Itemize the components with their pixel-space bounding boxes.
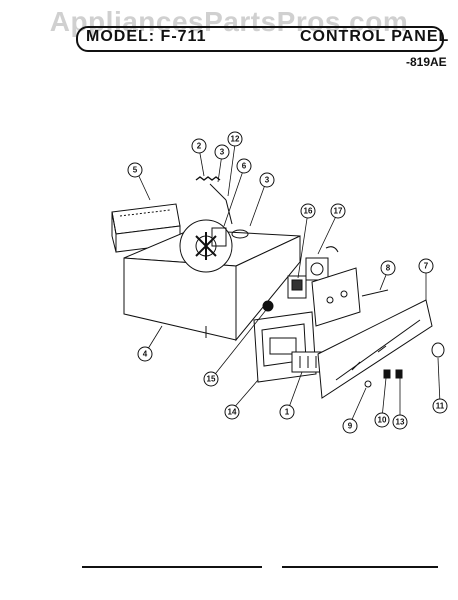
footer-rule-left (82, 566, 262, 568)
part-16-switch (287, 275, 307, 299)
svg-text:7: 7 (424, 262, 429, 271)
model-label: MODEL: F-711 (86, 28, 207, 45)
callout-3-right: 3 (259, 172, 275, 188)
svg-text:4: 4 (143, 350, 148, 359)
knob-parts (262, 300, 445, 388)
part-8-bracket (311, 267, 389, 327)
part-17-timer (305, 246, 339, 281)
callout-16: 16 (300, 203, 316, 219)
svg-text:9: 9 (348, 422, 353, 431)
part-6-motor-assembly (179, 219, 249, 273)
svg-text:8: 8 (386, 264, 391, 273)
svg-text:6: 6 (242, 162, 247, 171)
header-frame (76, 26, 444, 52)
callout-7: 7 (418, 258, 434, 274)
svg-text:13: 13 (396, 418, 405, 427)
callout-5: 5 (127, 162, 143, 178)
callout-6: 6 (236, 158, 252, 174)
svg-text:17: 17 (334, 207, 343, 216)
callout-12: 13 (392, 414, 408, 430)
callout-10: 10 (374, 412, 390, 428)
svg-text:1: 1 (285, 408, 290, 417)
callout-13: 12 (227, 131, 243, 147)
svg-text:16: 16 (304, 207, 313, 216)
callout-15: 15 (203, 371, 219, 387)
svg-text:12: 12 (231, 135, 240, 144)
callout-1: 1 (279, 404, 295, 420)
svg-text:15: 15 (207, 375, 216, 384)
model-suffix: -819AE (406, 55, 447, 69)
callout-2: 2 (191, 138, 207, 154)
callout-9: 9 (342, 418, 358, 434)
callout-14: 14 (224, 404, 240, 420)
svg-text:14: 14 (228, 408, 237, 417)
svg-text:3: 3 (265, 176, 270, 185)
callout-8: 8 (380, 260, 396, 276)
svg-text:11: 11 (436, 402, 445, 411)
svg-text:3: 3 (220, 148, 225, 157)
section-title: CONTROL PANEL (300, 28, 450, 45)
callout-17: 17 (330, 203, 346, 219)
part-2-spring (195, 176, 233, 225)
svg-text:10: 10 (378, 416, 387, 425)
leader-lines (136, 143, 441, 425)
svg-text:5: 5 (133, 166, 138, 175)
footer-rule-right (282, 566, 438, 568)
callout-11: 11 (432, 398, 448, 414)
callout-3-upper: 3 (214, 144, 230, 160)
watermark: AppliancesPartsPros.com (49, 6, 409, 37)
part-7-front-panel (317, 299, 433, 399)
callout-4: 4 (137, 346, 153, 362)
svg-text:2: 2 (197, 142, 202, 151)
